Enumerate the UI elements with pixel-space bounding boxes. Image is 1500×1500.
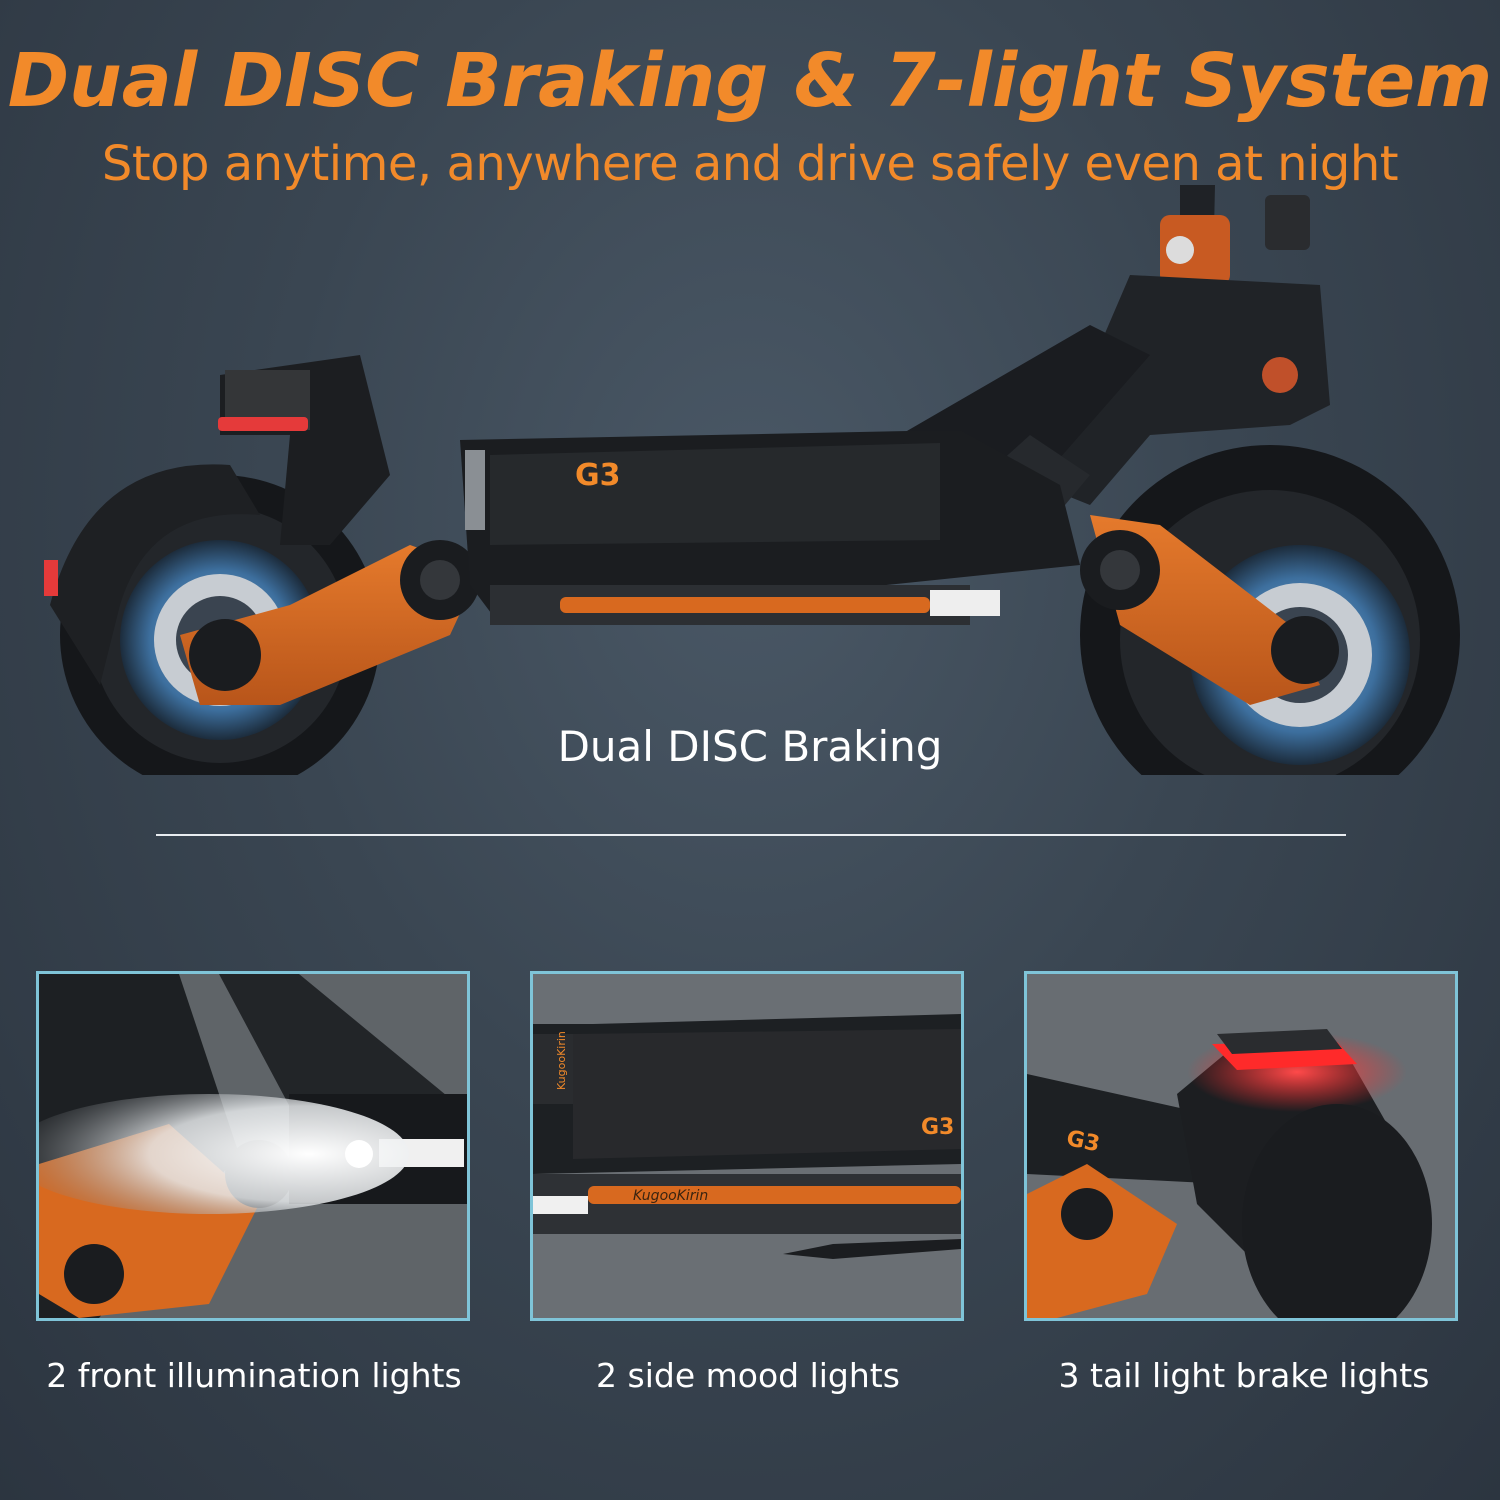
scooter-side-view-image: G3 — [44, 185, 1460, 775]
panel-front-lights — [36, 971, 470, 1321]
tail-lights-image: G3 — [1027, 974, 1455, 1318]
front-lights-image — [39, 974, 467, 1318]
side-lights-image: KugooKirin G3 KugooKirin — [533, 974, 961, 1318]
hero-caption: Dual DISC Braking — [557, 722, 943, 771]
brand-text: KugooKirin — [633, 1188, 708, 1204]
deck-badge: G3 — [921, 1115, 954, 1140]
deck-badge: G3 — [575, 458, 621, 493]
section-divider — [156, 834, 1346, 836]
caption-front-lights: 2 front illumination lights — [46, 1356, 462, 1395]
headline: Dual DISC Braking & 7-light System — [7, 38, 1493, 124]
caption-tail-lights: 3 tail light brake lights — [1058, 1356, 1430, 1395]
caption-side-lights: 2 side mood lights — [596, 1356, 900, 1395]
panel-tail-lights: G3 — [1024, 971, 1458, 1321]
subheadline: Stop anytime, anywhere and drive safely … — [101, 136, 1399, 192]
brand-text-vertical: KugooKirin — [555, 1031, 568, 1090]
panel-side-lights: KugooKirin G3 KugooKirin — [530, 971, 964, 1321]
